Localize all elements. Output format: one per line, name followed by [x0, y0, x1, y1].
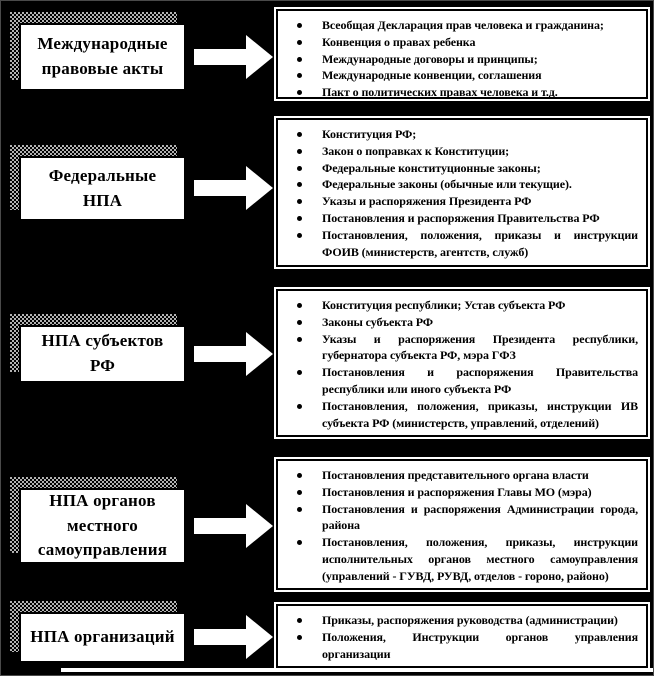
list-item: Постановления и распоряжения Правительст… — [292, 364, 638, 398]
bullet-list: Всеобщая Декларация прав человека и граж… — [278, 11, 646, 105]
list-item: Приказы, распоряжения руководства (админ… — [292, 612, 638, 629]
list-item: Конституция республики; Устав субъекта Р… — [292, 297, 638, 314]
list-item: Конституция РФ; — [292, 126, 638, 143]
list-item: Постановления и распоряжения Администрац… — [292, 501, 638, 535]
left-box-label: НПА субъектов РФ — [41, 331, 164, 375]
list-item: Постановления и распоряжения Правительст… — [292, 210, 638, 227]
list-item: Международные конвенции, соглашения — [292, 67, 638, 84]
block-arrow-right-icon — [194, 332, 273, 376]
left-box-label: НПА организаций — [30, 627, 175, 647]
list-item: Постановления и распоряжения Главы МО (м… — [292, 484, 638, 501]
bullet-list: Приказы, распоряжения руководства (админ… — [278, 606, 646, 666]
left-box: НПА субъектов РФ — [19, 325, 186, 383]
block-arrow-right-icon — [194, 615, 273, 659]
bullet-list: Постановления представительного органа в… — [278, 461, 646, 589]
list-item: Федеральные законы (обычные или текущие)… — [292, 176, 638, 193]
list-item: Положения, Инструкции органов управления… — [292, 629, 638, 663]
list-item: Конвенция о правах ребенка — [292, 34, 638, 51]
list-item: Международные договоры и принципы; — [292, 51, 638, 68]
list-item: Федеральные конституционные законы; — [292, 160, 638, 177]
left-box: Федеральные НПА — [19, 156, 186, 221]
list-item: Постановления представительного органа в… — [292, 467, 638, 484]
detail-box-international-acts: Всеобщая Декларация прав человека и граж… — [276, 9, 648, 99]
detail-box-organization-npa: Приказы, распоряжения руководства (админ… — [276, 604, 648, 668]
list-item: Указы и распоряжения Президента РФ — [292, 193, 638, 210]
list-item: Законы субъекта РФ — [292, 314, 638, 331]
list-item: Всеобщая Декларация прав человека и граж… — [292, 17, 638, 34]
left-box: НПА органов местного самоуправления — [19, 488, 186, 564]
left-box-label: Международные правовые акты — [37, 34, 168, 78]
list-item: Постановления, положения, приказы и инст… — [292, 227, 638, 261]
list-item: Постановления, положения, приказы, инстр… — [292, 398, 638, 432]
bullet-list: Конституция республики; Устав субъекта Р… — [278, 291, 646, 435]
detail-box-subject-npa: Конституция республики; Устав субъекта Р… — [276, 289, 648, 437]
detail-box-federal-npa: Конституция РФ;Закон о поправках к Конст… — [276, 118, 648, 267]
bottom-rule — [61, 668, 653, 672]
left-box-label: Федеральные НПА — [48, 165, 157, 210]
list-item: Закон о поправках к Конституции; — [292, 143, 638, 160]
left-box-international-acts: Международные правовые акты — [10, 12, 186, 91]
list-item: Пакт о политических правах человека и т.… — [292, 84, 638, 101]
block-arrow-right-icon — [194, 35, 273, 79]
left-box-subject-npa: НПА субъектов РФ — [10, 314, 186, 383]
left-box: Международные правовые акты — [19, 23, 186, 91]
detail-box-local-government-npa: Постановления представительного органа в… — [276, 459, 648, 590]
list-item: Указы и распоряжения Президента республи… — [292, 331, 638, 365]
block-arrow-right-icon — [194, 504, 273, 548]
left-box-organization-npa: НПА организаций — [10, 601, 186, 663]
left-box-local-government-npa: НПА органов местного самоуправления — [10, 477, 186, 564]
bullet-list: Конституция РФ;Закон о поправках к Конст… — [278, 120, 646, 264]
left-box-federal-npa: Федеральные НПА — [10, 145, 186, 221]
left-box: НПА организаций — [19, 612, 186, 663]
block-arrow-right-icon — [194, 166, 273, 210]
left-box-label: НПА органов местного самоуправления — [37, 491, 168, 560]
list-item: Постановления, положения, приказы, инстр… — [292, 534, 638, 584]
